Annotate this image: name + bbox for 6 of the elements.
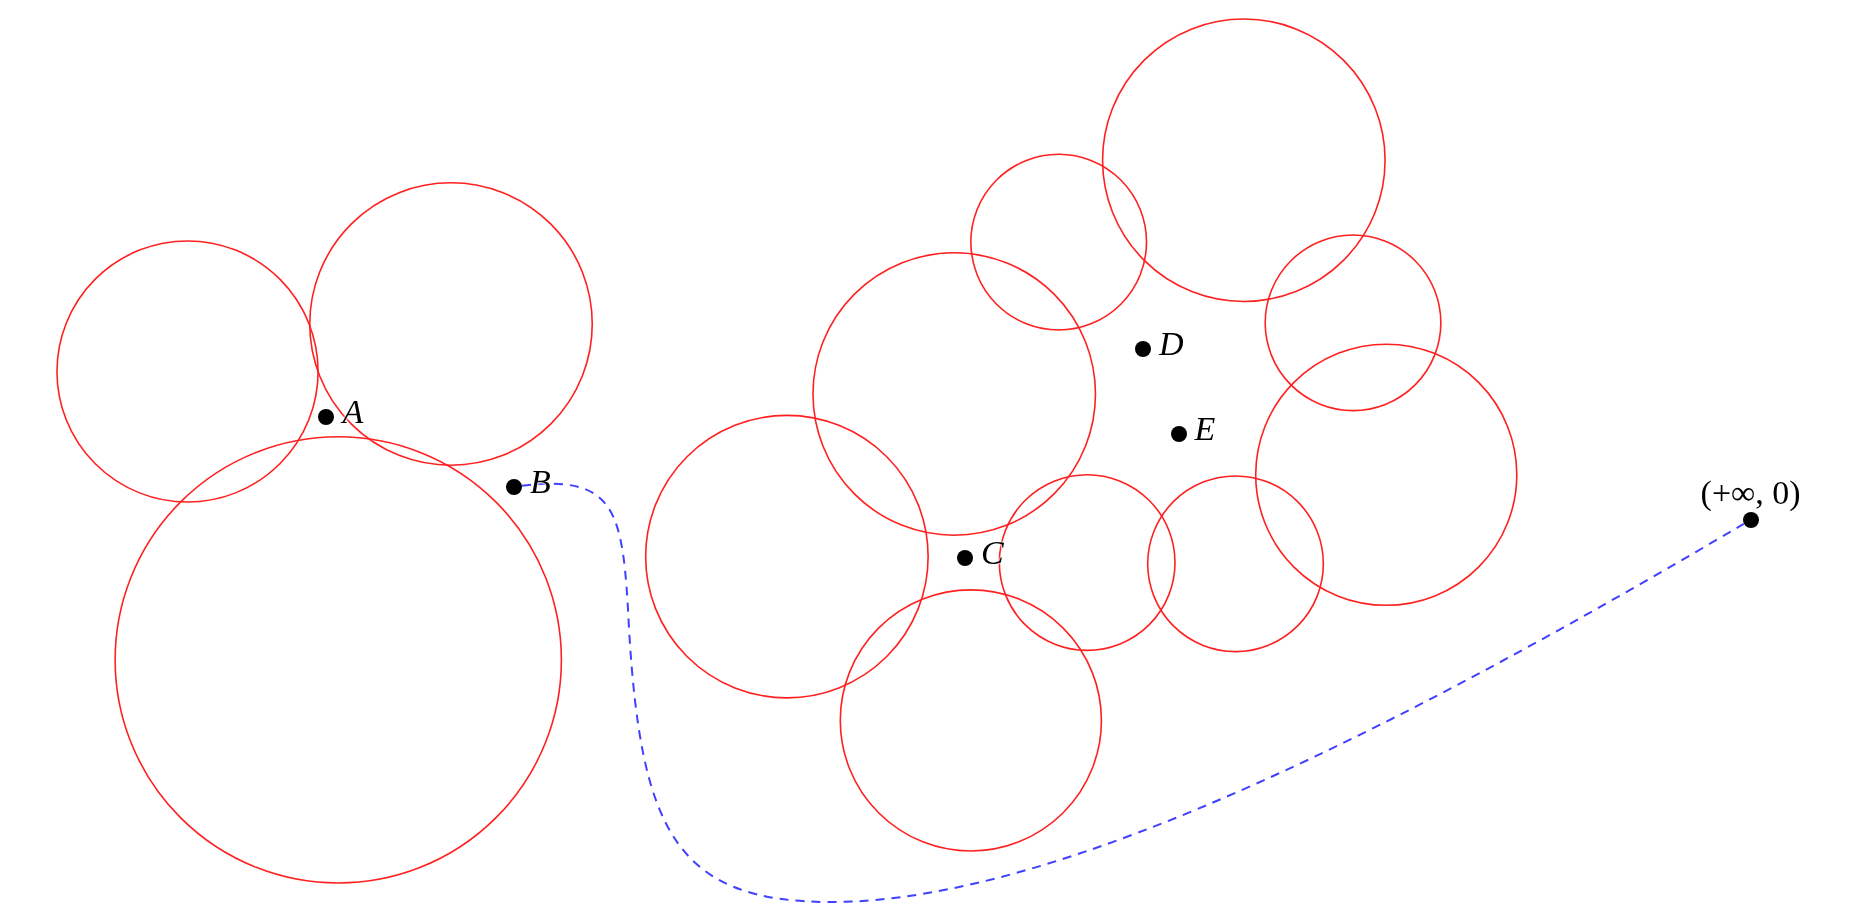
dashed-curve [520,482,1745,903]
point-label: B [529,464,551,499]
point-label: D [1158,326,1184,361]
point-label: A [342,394,364,429]
point-label: E [1194,412,1216,447]
point-label: (+∞, 0) [1700,475,1801,510]
